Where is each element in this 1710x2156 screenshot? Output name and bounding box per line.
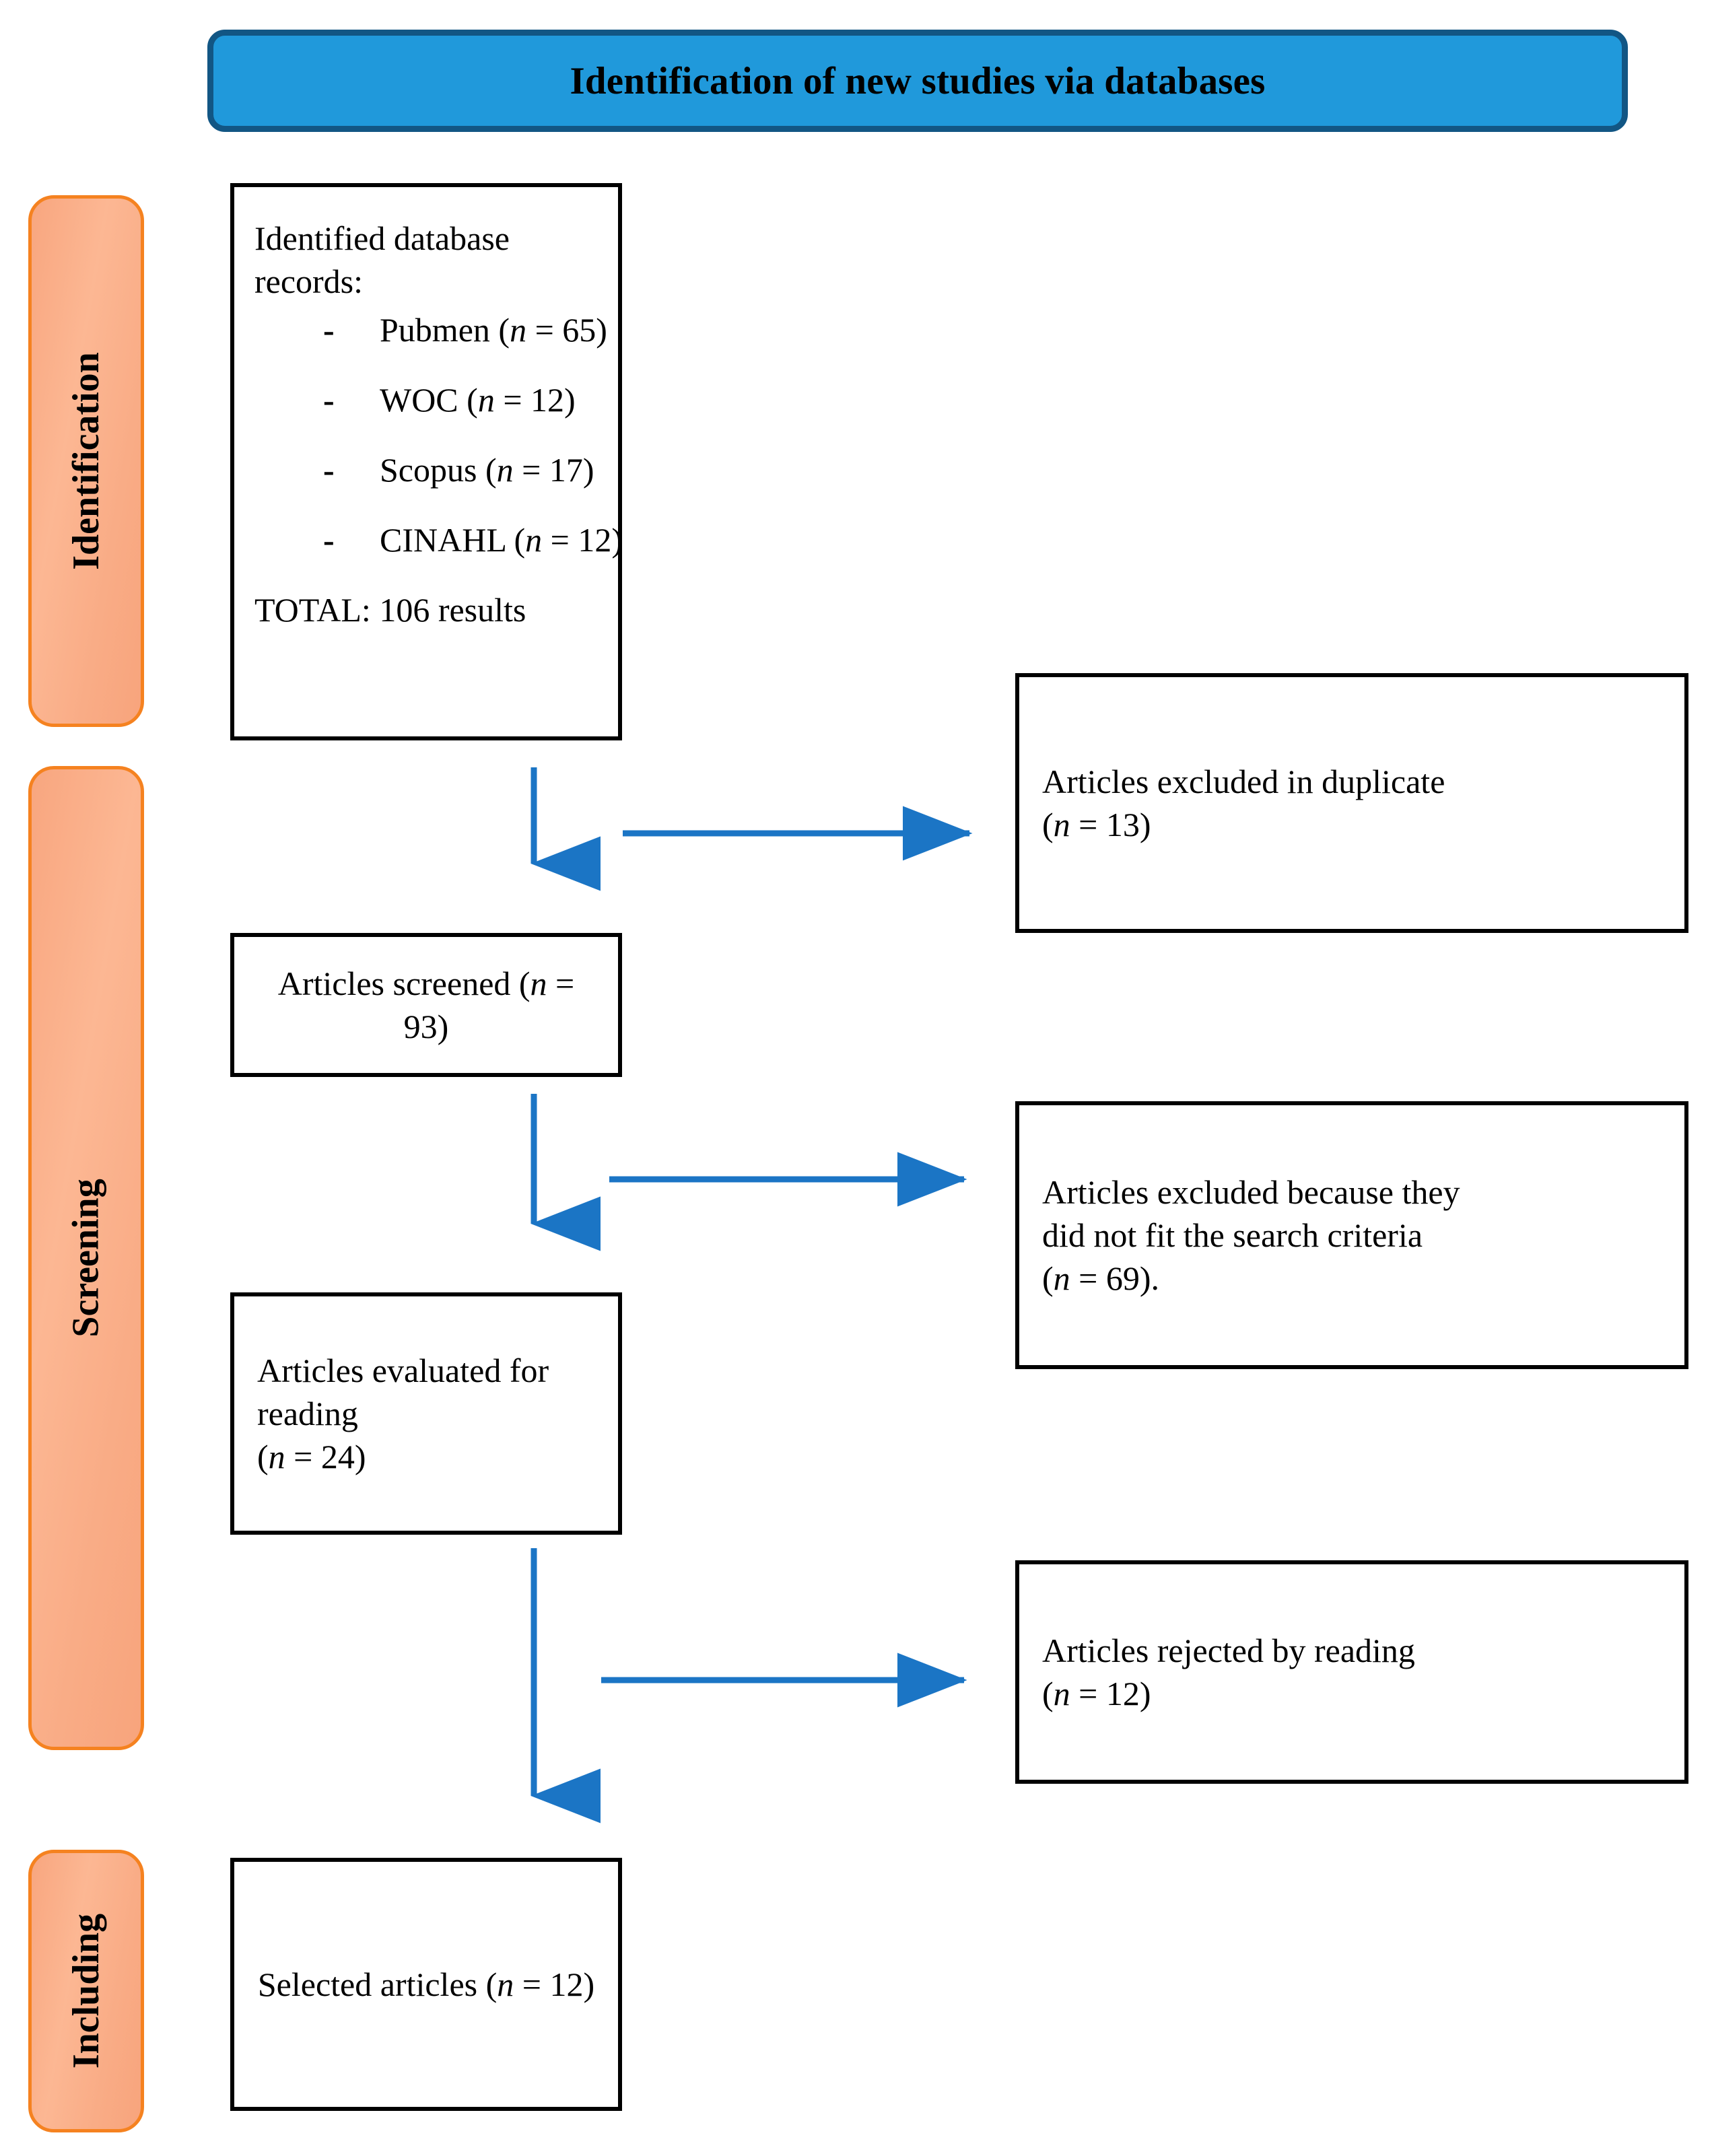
record-n-symbol: n <box>525 521 543 559</box>
page-title: Identification of new studies via databa… <box>570 59 1266 102</box>
record-source: CINAHL <box>380 521 506 559</box>
evaluated-count-line: (n = 24) <box>257 1438 366 1475</box>
record-source: Scopus <box>380 451 477 489</box>
excluded-duplicate-count: = 13) <box>1070 806 1151 843</box>
excluded-reading-count-line: (n = 12) <box>1042 1675 1151 1712</box>
box-excluded-reading: Articles rejected by reading (n = 12) <box>1015 1560 1688 1784</box>
box-articles-evaluated: Articles evaluated for reading (n = 24) <box>230 1292 622 1535</box>
record-eq: = <box>542 521 578 559</box>
excluded-duplicate-count-line: (n = 13) <box>1042 806 1151 843</box>
box-articles-screened: Articles screened (n = 93) <box>230 933 622 1077</box>
identified-records-list: Pubmen (n = 65) WOC (n = 12) Scopus (n =… <box>254 308 623 561</box>
screened-text: Articles screened ( <box>277 965 531 1002</box>
excluded-duplicate-text: Articles excluded in duplicate <box>1042 763 1445 800</box>
excluded-criteria-count-line: (n = 69). <box>1042 1259 1160 1297</box>
box-selected-articles: Selected articles (n = 12) <box>230 1858 622 2111</box>
list-item: CINAHL (n = 12) <box>323 518 623 561</box>
record-eq: = <box>526 311 563 349</box>
excluded-criteria-text-line1: Articles excluded because they <box>1042 1173 1460 1211</box>
record-count: 17 <box>549 451 583 489</box>
evaluated-n-symbol: n <box>268 1438 285 1475</box>
diagram-header-banner: Identification of new studies via databa… <box>207 30 1628 132</box>
screened-n-symbol: n <box>530 965 547 1002</box>
stage-label-including: Including <box>28 1850 144 2132</box>
evaluated-count: = 24) <box>285 1438 366 1475</box>
excluded-criteria-count: = 69). <box>1070 1259 1160 1297</box>
record-source: WOC <box>380 381 458 419</box>
box-excluded-duplicate: Articles excluded in duplicate (n = 13) <box>1015 673 1688 933</box>
identified-records-total: TOTAL: 106 results <box>254 591 526 629</box>
evaluated-text: Articles evaluated for reading <box>257 1352 549 1432</box>
box-excluded-criteria: Articles excluded because they did not f… <box>1015 1101 1688 1369</box>
record-eq: = <box>513 451 549 489</box>
excluded-reading-n-symbol: n <box>1053 1675 1070 1712</box>
stage-label-screening: Screening <box>28 766 144 1750</box>
record-n-symbol: n <box>477 381 495 419</box>
identified-records-heading: Identified database records: <box>254 219 510 300</box>
selected-text: Selected articles ( <box>257 1966 498 2003</box>
record-n-symbol: n <box>496 451 514 489</box>
record-count: 12 <box>578 521 612 559</box>
stage-label-identification: Identification <box>28 195 144 727</box>
list-item: WOC (n = 12) <box>323 378 598 421</box>
excluded-duplicate-n-symbol: n <box>1053 806 1070 843</box>
excluded-reading-count: = 12) <box>1070 1675 1151 1712</box>
selected-count: = 12) <box>514 1966 595 2003</box>
record-count: 65 <box>562 311 596 349</box>
screened-count: = 93) <box>403 965 575 1045</box>
selected-n-symbol: n <box>497 1966 514 2003</box>
record-eq: = <box>494 381 531 419</box>
box-identified-records: Identified database records: Pubmen (n =… <box>230 183 623 740</box>
excluded-reading-text: Articles rejected by reading <box>1042 1632 1415 1669</box>
excluded-criteria-text-line2: did not fit the search criteria <box>1042 1216 1423 1254</box>
record-source: Pubmen <box>380 311 490 349</box>
list-item: Scopus (n = 17) <box>323 448 598 491</box>
excluded-criteria-n-symbol: n <box>1053 1259 1070 1297</box>
record-count: 12 <box>531 381 565 419</box>
record-n-symbol: n <box>510 311 527 349</box>
